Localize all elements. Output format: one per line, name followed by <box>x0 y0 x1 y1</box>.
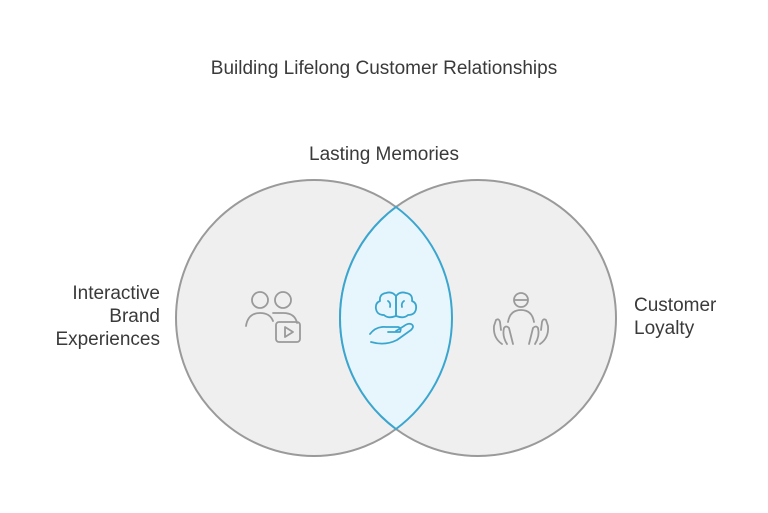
right-circle-label: Customer Loyalty <box>634 294 764 340</box>
right-label-line-1: Customer <box>634 295 717 316</box>
left-label-line-3: Experiences <box>55 329 160 350</box>
left-circle-label: Interactive Brand Experiences <box>0 282 160 351</box>
intersection-lens <box>339 205 453 431</box>
brain-hand-icon <box>369 291 418 345</box>
users-video-icon <box>245 291 301 343</box>
left-label-line-2: Brand <box>109 306 160 327</box>
person-cupped-hands-icon <box>493 292 549 345</box>
diagram-title: Building Lifelong Customer Relationships <box>210 58 558 79</box>
right-label-line-2: Loyalty <box>634 318 695 339</box>
left-label-line-1: Interactive <box>72 283 160 304</box>
intersection-label: Lasting Memories <box>309 144 459 165</box>
